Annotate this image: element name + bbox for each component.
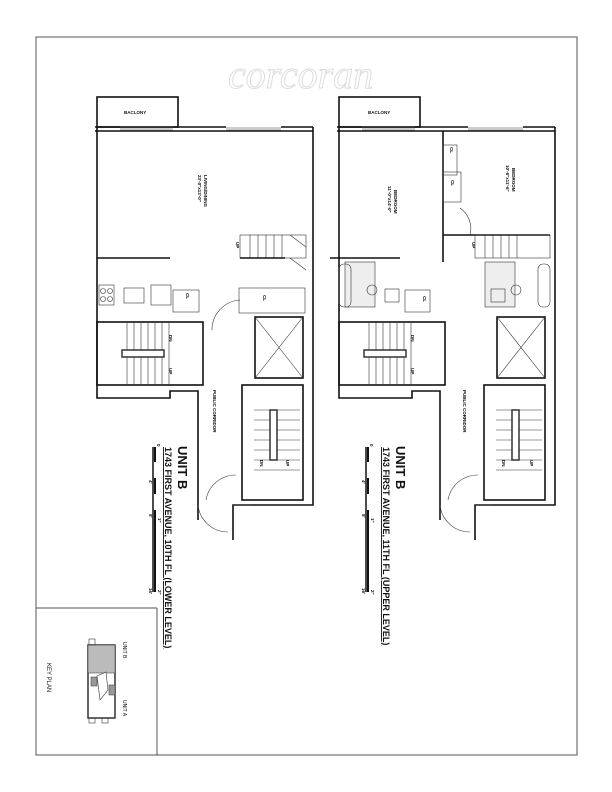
plan-upper-details — [330, 131, 551, 313]
svg-text:2": 2" — [370, 590, 375, 595]
room-dims: 10'-6"x11'-6" — [505, 165, 510, 192]
sink-icon — [384, 288, 400, 303]
key-plan: KEY PLAN UNIT B UNIT A — [36, 607, 158, 755]
stair-up-label: UP — [168, 368, 173, 374]
scale-bar-lower: 0 4' 8' 16' 1" 2" — [148, 444, 162, 595]
room-name: LIVING/DINING — [203, 175, 208, 208]
plan-subtitle: 1743 FIRST AVENUE, 11TH FL (UPPER LEVEL) — [381, 447, 391, 645]
bathroom-tile — [484, 261, 516, 308]
svg-text:1": 1" — [370, 518, 375, 523]
svg-text:4': 4' — [148, 480, 153, 484]
stair-down-label: DN — [168, 335, 173, 342]
stove-icon — [98, 284, 115, 306]
svg-text:8': 8' — [361, 514, 366, 518]
bathtub-icon — [537, 263, 551, 308]
plan-subtitle: 1743 FIRST AVENUE, 10TH FL (LOWER LEVEL) — [163, 447, 173, 648]
svg-text:8': 8' — [148, 514, 153, 518]
plan-title: UNIT B — [175, 446, 190, 489]
svg-text:0: 0 — [156, 444, 161, 447]
closet-label: CL — [449, 147, 454, 153]
closet-label: CL — [450, 180, 455, 186]
corridor-label: PUBLIC CORRIDOR — [462, 390, 467, 433]
key-plan-unit-a: UNIT A — [121, 700, 127, 717]
svg-text:0: 0 — [369, 444, 374, 447]
room-dims: 23'-0"x13'-0" — [197, 175, 202, 202]
stair-up-label: UP — [410, 368, 415, 374]
watermark-logo: corcoran — [228, 52, 373, 97]
sheet-border — [35, 36, 578, 756]
corridor-label: PUBLIC CORRIDOR — [212, 390, 217, 433]
stair-up-label: UP — [235, 242, 240, 248]
sink-icon — [490, 288, 506, 303]
balcony-label: BACLONY — [124, 110, 146, 115]
plan-upper-level — [336, 96, 556, 541]
closet — [404, 289, 431, 313]
plan-lower-details — [97, 234, 307, 331]
unit-b-highlight — [87, 644, 116, 674]
svg-text:4': 4' — [361, 480, 366, 484]
bathtub-icon — [338, 263, 352, 308]
building-shell — [95, 96, 314, 540]
toilet-icon — [510, 284, 522, 296]
closet-label: CL — [185, 293, 190, 299]
plan-upper-labels: BACLONY BEDROOM 11'-0"x14'-0" BEDROOM 10… — [368, 110, 534, 645]
stair-down-label: DN — [410, 335, 415, 342]
plan-lower-level — [95, 96, 314, 540]
closet-label: CL — [262, 295, 267, 301]
svg-text:2": 2" — [157, 590, 162, 595]
balcony-label: BACLONY — [368, 110, 390, 115]
stair-up-label: UP — [529, 460, 534, 466]
plan-title: UNIT B — [393, 446, 408, 489]
svg-text:16': 16' — [148, 588, 153, 594]
closet — [172, 289, 200, 313]
closet-label: CL — [422, 296, 427, 302]
closet — [238, 287, 306, 314]
svg-text:16': 16' — [361, 588, 366, 594]
stair-up-label: UP — [471, 242, 476, 248]
svg-text:1": 1" — [157, 518, 162, 523]
plan-lower-labels: BACLONY LIVING/DINING 23'-0"x13'-0" CL C… — [124, 110, 290, 648]
stair-up-label: UP — [285, 460, 290, 466]
room-name: BEDROOM — [511, 168, 516, 192]
interior-stairs — [121, 322, 300, 471]
sink-icon — [123, 287, 145, 304]
stair-down-label: DN — [259, 460, 264, 467]
stair-down-label: DN — [501, 460, 506, 467]
scale-bar-upper: 0 4' 8' 16' 1" 2" — [361, 444, 375, 595]
bathroom-tile — [344, 261, 376, 308]
toilet-icon — [366, 284, 378, 296]
room-dims: 11'-0"x14'-0" — [387, 186, 392, 213]
room-name: BEDROOM — [393, 190, 398, 214]
key-plan-unit-b: UNIT B — [121, 642, 127, 659]
key-plan-title: KEY PLAN — [45, 663, 51, 692]
